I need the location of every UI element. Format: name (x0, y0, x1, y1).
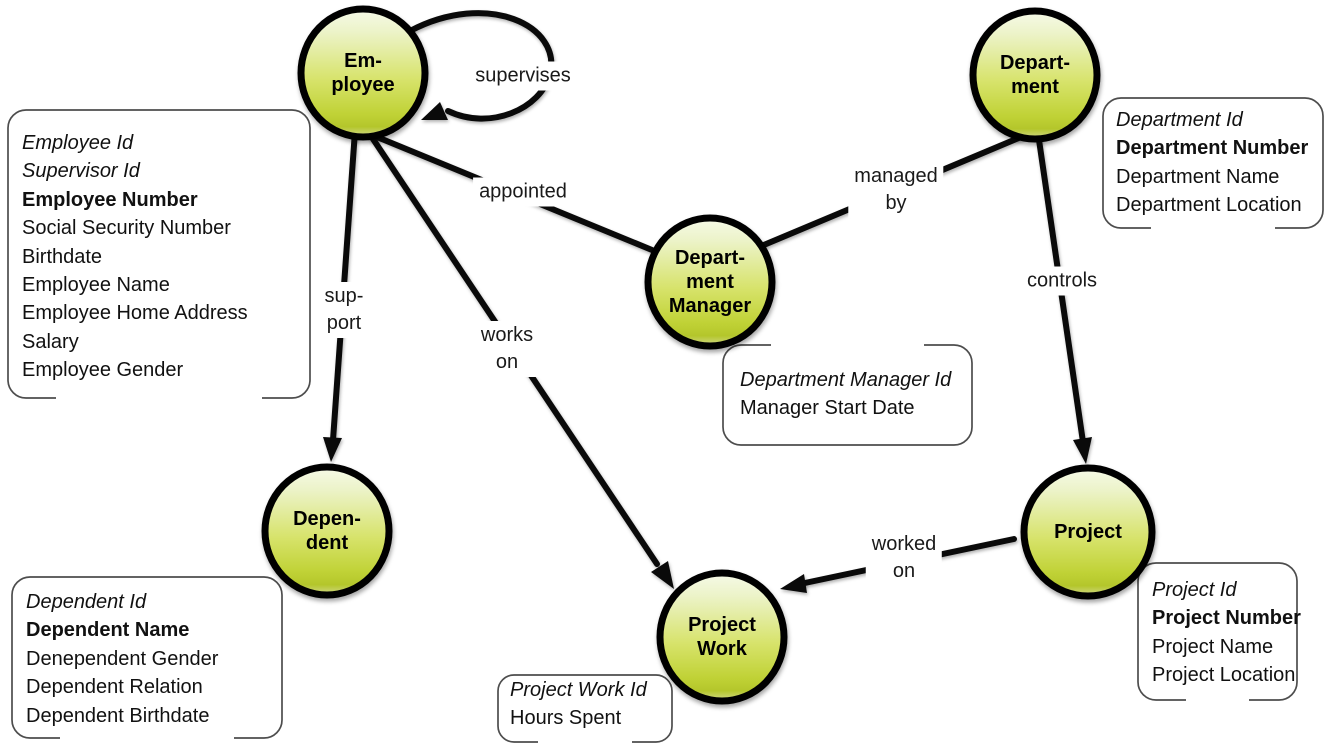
arrowhead-supervises (421, 102, 448, 120)
edge-label-line: controls (1026, 269, 1098, 292)
node-label-line: Work (697, 638, 747, 660)
attribute-line: Employee Id (22, 132, 134, 154)
edge-label-works-on: works on (474, 321, 540, 377)
edge-label-line: worked (871, 533, 937, 555)
edge-label-appointed: appointed (473, 177, 573, 207)
attribute-line: Department Number (1116, 137, 1309, 160)
edge-arrowheads (323, 102, 1092, 593)
node-label-employee: Em- ployee (331, 49, 394, 97)
edge-label-line: managed (854, 165, 938, 187)
edge-label-line: supervises (475, 64, 571, 87)
edge-label-line: works (480, 324, 534, 346)
node-label-line: Depen- (293, 508, 361, 530)
node-employee (297, 5, 429, 141)
node-department (969, 7, 1101, 143)
edge-label-line: on (892, 560, 916, 582)
attribute-line: Department Name (1116, 165, 1280, 188)
attribute-box-department (1102, 97, 1324, 229)
node-project (1020, 464, 1156, 600)
edge-label-line: appointed (479, 180, 567, 203)
attribute-line: Department Location (1116, 194, 1302, 217)
node-dependent (261, 463, 393, 599)
edge-label-line: on (495, 351, 519, 373)
node-label-dependent: Depen- dent (293, 507, 361, 555)
attribute-list-dependent: Dependent Id Dependent Name Denependent … (26, 588, 218, 730)
attribute-line: Project Work Id (510, 679, 647, 701)
attribute-line: Project Location (1152, 664, 1296, 687)
arrowhead-support (323, 437, 342, 462)
attribute-line: Birthdate (22, 245, 103, 268)
node-label-line: Depart- (999, 52, 1071, 74)
attribute-box-department-manager (722, 344, 973, 446)
node-label-line: ployee (331, 74, 395, 96)
node-label-department: Depart- ment (1000, 51, 1070, 99)
edge-label-controls: controls (1020, 266, 1104, 296)
attribute-box-dependent (11, 576, 283, 739)
edge-label-line: sup- (324, 285, 364, 307)
attribute-list-department: Department Id Department Number Departme… (1116, 106, 1308, 220)
attribute-line: Department Manager Id (740, 369, 952, 391)
attribute-line: Salary (22, 330, 79, 353)
attribute-line: Employee Home Address (22, 302, 248, 325)
attribute-list-employee: Employee Id Supervisor Id Employee Numbe… (22, 129, 248, 385)
attribute-line: Manager Start Date (740, 397, 915, 420)
edge-label-line: by (885, 192, 907, 214)
node-label-line: Depart- (674, 247, 745, 269)
arrowhead-controls (1073, 437, 1092, 464)
attribute-line: Hours Spent (510, 707, 622, 730)
node-label-line: dent (305, 532, 349, 554)
attribute-line: Denependent Gender (26, 647, 219, 670)
edge-label-line: port (326, 312, 362, 334)
edge-label-supervises: supervises (469, 61, 577, 91)
node-label-line: Manager (668, 295, 752, 317)
node-label-project-work: Project Work (688, 613, 756, 661)
node-project-work (656, 569, 788, 705)
attribute-box-outlines (7, 97, 1324, 743)
node-department-manager (644, 214, 776, 350)
node-label-department-manager: Depart- ment Manager (669, 246, 751, 318)
attribute-line: Employee Gender (22, 359, 184, 382)
arrowhead-works-on (651, 561, 674, 589)
attribute-line: Supervisor Id (22, 160, 140, 183)
edge-label-worked-on: worked on (865, 530, 943, 586)
attribute-box-project (1137, 562, 1298, 701)
attribute-line: Project Number (1152, 607, 1301, 630)
attribute-line: Employee Name (22, 273, 170, 296)
arrowhead-worked-on (780, 574, 807, 593)
node-label-line: ment (1011, 76, 1059, 98)
edge-label-managed-by: managed by (848, 162, 944, 218)
node-label-line: Em- (344, 50, 382, 72)
entity-nodes (261, 5, 1156, 705)
attribute-line: Dependent Id (26, 591, 147, 613)
node-label-line: Project (688, 614, 756, 636)
attribute-list-department-manager: Department Manager Id Manager Start Date (740, 366, 951, 423)
node-label-project: Project (1054, 520, 1122, 544)
node-label-line: Project (1054, 521, 1122, 543)
attribute-list-project-work: Project Work Id Hours Spent (510, 676, 647, 733)
attribute-line: Department Id (1116, 109, 1243, 131)
edge-label-support: sup- port (318, 282, 370, 338)
attribute-list-project: Project Id Project Number Project Name P… (1152, 576, 1301, 690)
attribute-box-project-work (497, 674, 673, 743)
attribute-line: Project Name (1152, 635, 1274, 658)
attribute-line: Social Security Number (22, 217, 231, 240)
attribute-line: Dependent Birthdate (26, 704, 210, 727)
attribute-box-employee (7, 109, 311, 399)
attribute-line: Dependent Name (26, 619, 190, 642)
node-label-line: ment (686, 271, 734, 293)
attribute-line: Dependent Relation (26, 676, 203, 699)
attribute-line: Project Id (1152, 579, 1237, 601)
attribute-line: Employee Number (22, 188, 198, 211)
